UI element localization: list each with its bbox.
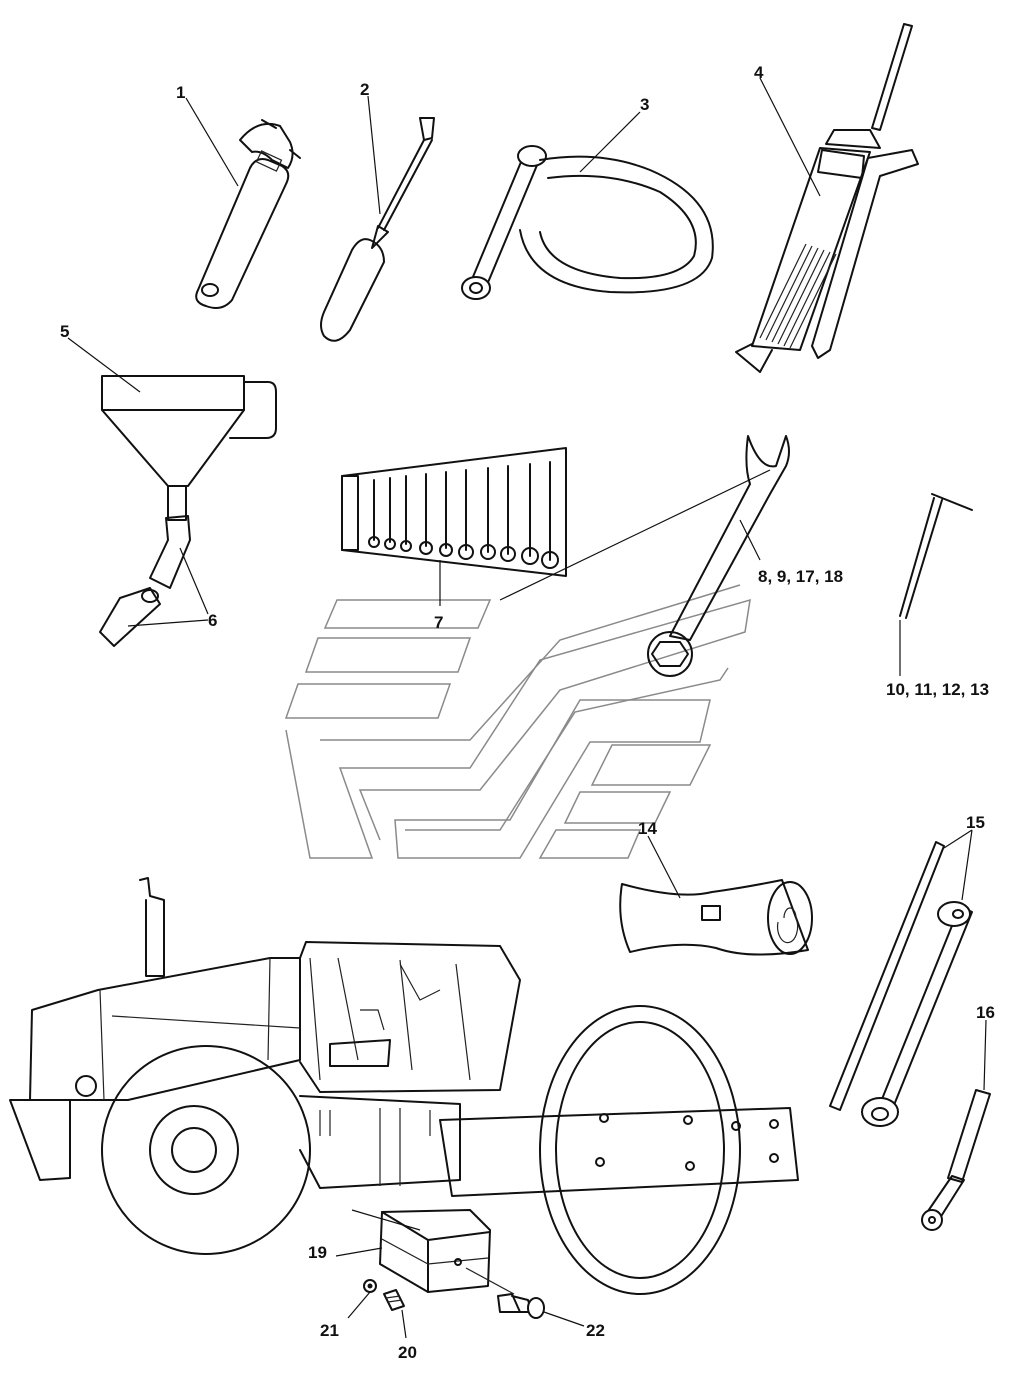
tool-box-icon — [379, 1209, 491, 1293]
latch-bracket-icon — [465, 1267, 545, 1319]
washer-icon — [363, 1279, 377, 1293]
callout-19: 19 — [308, 1243, 327, 1262]
callout-21: 21 — [320, 1321, 339, 1340]
callout-22: 22 — [586, 1321, 605, 1340]
callout-14: 14 — [638, 819, 657, 838]
callout-6: 6 — [208, 611, 217, 630]
screwdriver-icon — [320, 117, 435, 342]
pin-icon — [921, 1089, 991, 1231]
adjustable-wrench-icon — [195, 119, 301, 309]
callout-5: 5 — [60, 322, 69, 341]
callout-8: 8, 9, 17, 18 — [758, 567, 843, 586]
callout-2: 2 — [360, 80, 369, 99]
background-logo-shape — [284, 584, 751, 859]
callout-16: 16 — [976, 1003, 995, 1022]
wrench-set-wrenches — [368, 461, 559, 569]
callout-10: 10, 11, 12, 13 — [886, 680, 989, 699]
compactor-machine-icon — [9, 877, 799, 1295]
callout-15: 15 — [966, 813, 985, 832]
tool-roll-icon — [619, 879, 813, 956]
hex-key-icon — [899, 493, 973, 619]
wrench-set-icon — [341, 447, 567, 577]
tow-bar-icon — [829, 841, 973, 1127]
callout-7: 7 — [434, 613, 443, 632]
hose-icon — [99, 515, 191, 647]
strap-wrench-icon — [461, 145, 714, 300]
bolt-icon — [383, 1289, 405, 1311]
callout-4: 4 — [754, 63, 764, 82]
callout-3: 3 — [640, 95, 649, 114]
grease-gun-icon — [735, 23, 919, 373]
funnel-icon — [101, 375, 277, 521]
combination-wrench-icon — [647, 435, 790, 677]
callout-1: 1 — [176, 83, 185, 102]
callout-20: 20 — [398, 1343, 417, 1362]
